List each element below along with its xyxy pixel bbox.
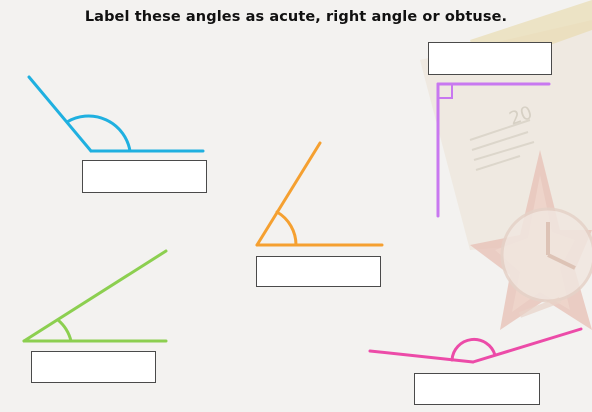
- angle-5-obtuse: [368, 327, 583, 364]
- answer-box-angle-5[interactable]: [414, 373, 540, 405]
- paper-text-lines: [469, 119, 535, 171]
- answer-box-angle-2[interactable]: [428, 42, 552, 75]
- answer-box-angle-3[interactable]: [256, 256, 381, 287]
- instruction-text: Label these angles as acute, right angle…: [84, 9, 508, 25]
- angle-3-acute: [255, 141, 384, 247]
- angle-1-obtuse: [27, 75, 205, 153]
- answer-box-angle-4[interactable]: [31, 351, 156, 383]
- angle-4-acute: [22, 249, 168, 343]
- angle-2-right: [436, 82, 551, 218]
- answer-box-angle-1[interactable]: [82, 160, 207, 193]
